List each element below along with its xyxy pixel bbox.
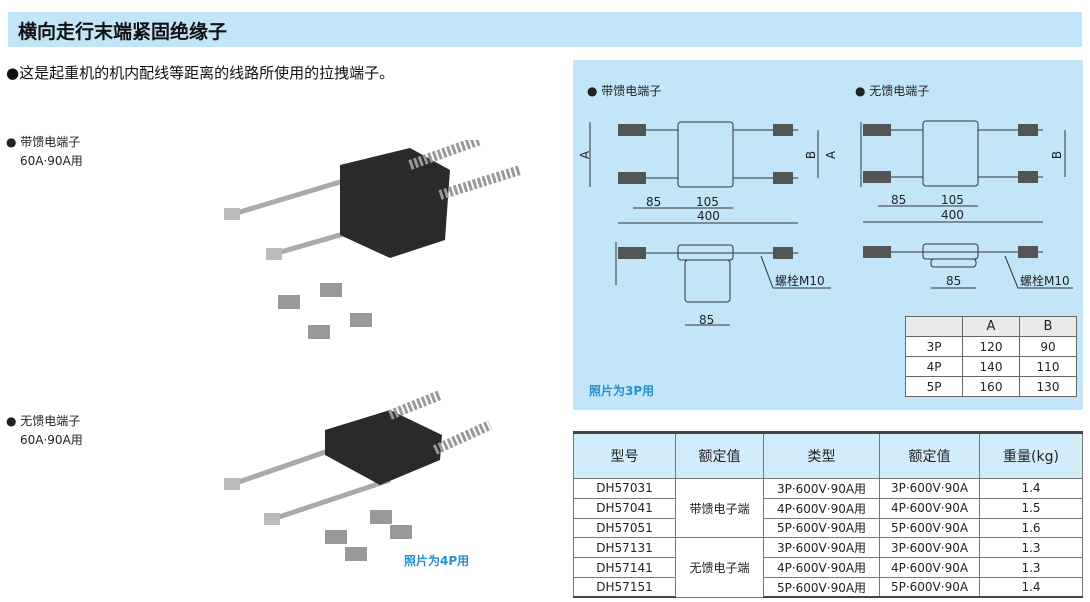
product-rating: 60A·90A用 bbox=[20, 154, 83, 168]
product-label-feed: ● 带馈电端子 60A·90A用 bbox=[6, 133, 83, 171]
product-photo-feed bbox=[224, 140, 522, 339]
dim-label-a: A bbox=[824, 150, 839, 160]
dim-85: 85 bbox=[891, 193, 907, 207]
dim-label-b: B bbox=[1050, 150, 1065, 160]
product-name: 带馈电端子 bbox=[20, 135, 81, 149]
dim-85: 85 bbox=[699, 313, 715, 327]
diagram-title-feed: ● 带馈电端子 bbox=[587, 84, 662, 98]
dimension-panel: ● 带馈电端子 ● 无馈电端子 A B A B 85 105 400 85 10… bbox=[573, 60, 1083, 410]
dim-85: 85 bbox=[646, 195, 662, 209]
dimension-drawing bbox=[589, 120, 1073, 326]
product-rating: 60A·90A用 bbox=[20, 433, 83, 447]
dim-105: 105 bbox=[696, 195, 719, 209]
bolt-label: 螺栓M10 bbox=[1020, 274, 1070, 288]
dim-label-b: B bbox=[804, 150, 819, 160]
subtitle: ●这是起重机的机内配线等距离的线路所使用的拉拽端子。 bbox=[6, 64, 395, 82]
table-header: 型号额定值类型额定值重量(kg) bbox=[573, 431, 1083, 479]
photo-note-4p: 照片为4P用 bbox=[404, 554, 470, 568]
product-label-nofeed: ● 无馈电端子 60A·90A用 bbox=[6, 412, 83, 450]
product-photo-nofeed bbox=[224, 390, 493, 561]
photo-note-3p: 照片为3P用 bbox=[589, 384, 655, 398]
page-title: 横向走行末端紧固绝缘子 bbox=[8, 12, 1082, 47]
product-name: 无馈电端子 bbox=[20, 414, 81, 428]
dim-400: 400 bbox=[941, 208, 964, 222]
dim-105: 105 bbox=[941, 193, 964, 207]
dim-400: 400 bbox=[697, 209, 720, 223]
bolt-label: 螺栓M10 bbox=[775, 274, 825, 288]
diagram-title-nofeed: ● 无馈电端子 bbox=[855, 84, 930, 98]
dim-85: 85 bbox=[946, 274, 962, 288]
dim-label-a: A bbox=[578, 150, 593, 160]
